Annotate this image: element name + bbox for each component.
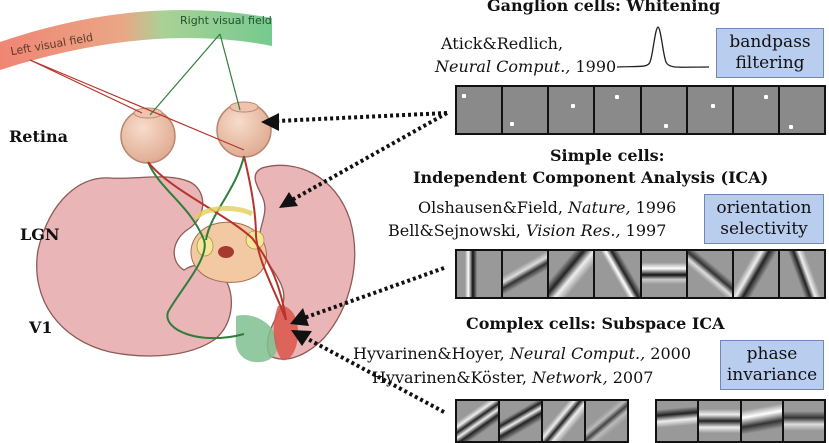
filter-tile bbox=[734, 251, 778, 297]
citation-atick-redlich-journal: Neural Comput., bbox=[435, 57, 570, 76]
filter-tile bbox=[586, 401, 627, 441]
orientation-selectivity-box: orientation selectivity bbox=[704, 194, 824, 244]
filter-tile bbox=[595, 251, 639, 297]
filter-tile bbox=[500, 401, 541, 441]
citation-authors: Hyvarinen&Hoyer, bbox=[353, 344, 505, 363]
citation-bell-sejnowski: Bell&Sejnowski, Vision Res., 1997 bbox=[388, 223, 666, 239]
box-line: bandpass bbox=[729, 32, 810, 53]
citation-year: 2000 bbox=[650, 344, 691, 363]
filter-tile bbox=[595, 87, 639, 133]
filter-tile bbox=[699, 401, 739, 441]
dog-filter-curve bbox=[617, 27, 709, 67]
simple-title-line2: Independent Component Analysis (ICA) bbox=[413, 170, 768, 186]
citation-authors: Olshausen&Field, bbox=[418, 198, 563, 217]
box-line: filtering bbox=[735, 53, 804, 74]
right-eye bbox=[217, 102, 271, 157]
stage-label-lgn: LGN bbox=[20, 227, 60, 243]
citation-authors: Bell&Sejnowski, bbox=[388, 221, 521, 240]
filter-tile bbox=[688, 251, 732, 297]
box-line: phase bbox=[747, 344, 798, 365]
citation-olshausen-field: Olshausen&Field, Nature, 1996 bbox=[418, 200, 676, 216]
citation-atick-redlich-line2: Neural Comput., 1990 bbox=[435, 59, 616, 75]
left-eye bbox=[121, 108, 175, 163]
filter-tile bbox=[457, 251, 501, 297]
right-visual-field-label: Right visual field bbox=[180, 15, 272, 26]
citation-journal: Network, bbox=[532, 368, 608, 387]
citation-journal: Neural Comput., bbox=[510, 344, 645, 363]
citation-year: 1997 bbox=[626, 221, 667, 240]
filter-tile bbox=[503, 251, 547, 297]
filter-tile bbox=[549, 87, 593, 133]
citation-hyvarinen-hoyer: Hyvarinen&Hoyer, Neural Comput., 2000 bbox=[353, 346, 691, 362]
filter-tile bbox=[642, 251, 686, 297]
filter-tile bbox=[780, 251, 824, 297]
filter-tile bbox=[503, 87, 547, 133]
citation-hyvarinen-koster: Hyvarinen&Köster, Network, 2007 bbox=[372, 370, 653, 386]
filter-tile bbox=[549, 251, 593, 297]
filter-tile bbox=[657, 401, 697, 441]
filter-tile bbox=[742, 401, 782, 441]
simple-title-line1: Simple cells: bbox=[550, 148, 665, 164]
complex-title: Complex cells: Subspace ICA bbox=[466, 316, 725, 332]
bandpass-filtering-box: bandpass filtering bbox=[716, 28, 824, 78]
stage-label-retina: Retina bbox=[9, 129, 68, 145]
citation-year: 1996 bbox=[636, 198, 677, 217]
simple-cell-filter-strip bbox=[455, 249, 826, 299]
stage-label-v1: V1 bbox=[29, 320, 53, 336]
citation-journal: Nature, bbox=[568, 198, 630, 217]
filter-tile bbox=[457, 87, 501, 133]
filter-tile bbox=[543, 401, 584, 441]
filter-tile bbox=[780, 87, 824, 133]
complex-cell-filter-strip-b bbox=[655, 399, 826, 443]
filter-tile bbox=[642, 87, 686, 133]
citation-authors: Hyvarinen&Köster, bbox=[372, 368, 527, 387]
box-line: invariance bbox=[727, 365, 817, 386]
citation-year: 2007 bbox=[613, 368, 654, 387]
ganglion-title: Ganglion cells: Whitening bbox=[487, 0, 720, 14]
phase-invariance-box: phase invariance bbox=[720, 340, 824, 390]
ganglion-filter-strip bbox=[455, 85, 826, 135]
filter-tile bbox=[457, 401, 498, 441]
box-line: orientation bbox=[716, 198, 811, 219]
citation-atick-redlich-year: 1990 bbox=[575, 57, 616, 76]
filter-tile bbox=[734, 87, 778, 133]
citation-journal: Vision Res., bbox=[526, 221, 621, 240]
filter-tile bbox=[688, 87, 732, 133]
complex-cell-filter-strip-a bbox=[455, 399, 629, 443]
filter-tile bbox=[784, 401, 824, 441]
citation-atick-redlich-authors: Atick&Redlich, bbox=[441, 36, 563, 52]
box-line: selectivity bbox=[720, 219, 808, 240]
